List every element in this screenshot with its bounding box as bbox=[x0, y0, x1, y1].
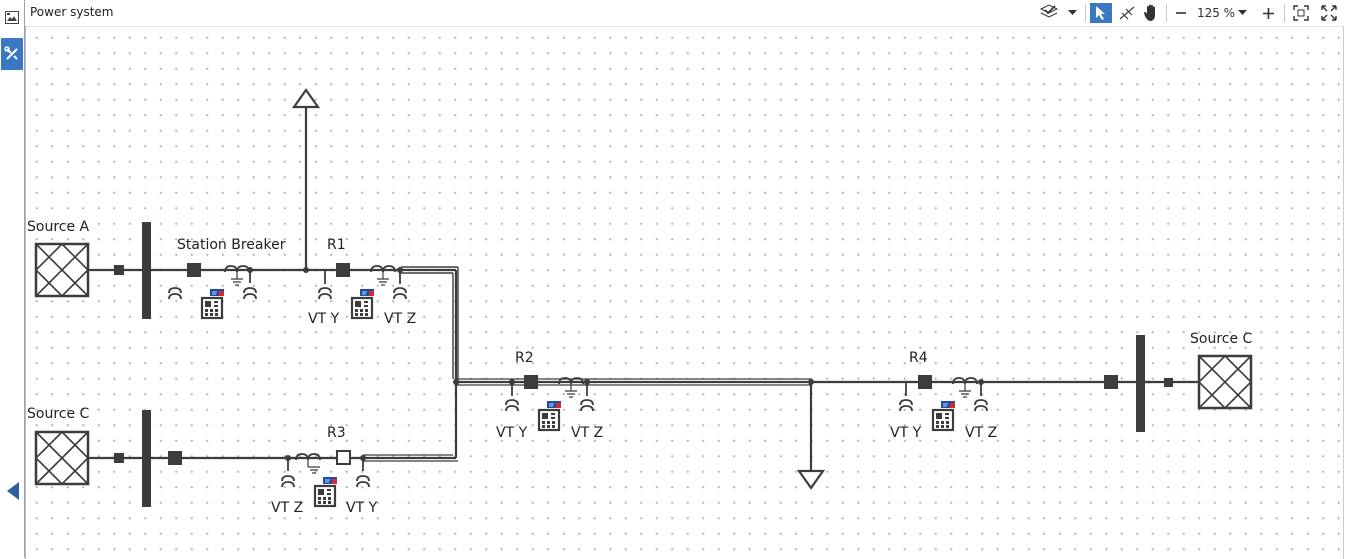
lines-tool-icon[interactable] bbox=[1116, 3, 1138, 23]
ct-symbol[interactable] bbox=[899, 399, 913, 412]
r3-label: R3 bbox=[327, 425, 346, 441]
r4-vt-y-label: VT Y bbox=[890, 425, 922, 441]
breaker-symbol[interactable] bbox=[168, 451, 182, 465]
toolbar-separator bbox=[1284, 4, 1285, 22]
window-title: Power system bbox=[30, 5, 114, 19]
relay-icon[interactable] bbox=[350, 287, 376, 320]
left-sidebar bbox=[0, 0, 25, 558]
collapse-arrow-icon[interactable] bbox=[4, 482, 22, 500]
ct-symbol[interactable] bbox=[168, 287, 182, 300]
pointer-icon[interactable] bbox=[1090, 3, 1112, 23]
breaker-symbol[interactable] bbox=[1104, 375, 1118, 389]
wrench-icon[interactable] bbox=[1, 38, 23, 70]
load-arrow[interactable] bbox=[291, 88, 321, 109]
ct-symbol[interactable] bbox=[974, 399, 988, 412]
r4-label: R4 bbox=[909, 350, 928, 366]
source-a-label: Source A bbox=[27, 219, 90, 235]
toolbar: Power system 125 % bbox=[25, 0, 1347, 26]
zoom-level-text: 125 % bbox=[1196, 6, 1236, 20]
r1-label: R1 bbox=[327, 237, 346, 253]
ct-symbol[interactable] bbox=[505, 399, 519, 412]
source-c-right-label: Source C bbox=[1190, 331, 1253, 347]
ct-symbol[interactable] bbox=[318, 287, 332, 300]
r2-vt-z-label: VT Z bbox=[571, 425, 603, 441]
ct-symbol[interactable] bbox=[393, 287, 407, 300]
r1-breaker-symbol[interactable] bbox=[336, 263, 350, 277]
zoom-out-icon[interactable] bbox=[1172, 3, 1190, 23]
r3-breaker-open-symbol[interactable] bbox=[336, 450, 351, 465]
r2-breaker-symbol[interactable] bbox=[524, 375, 538, 389]
ct-symbol[interactable] bbox=[281, 475, 295, 488]
busbar[interactable] bbox=[1136, 335, 1145, 432]
ct-symbol[interactable] bbox=[243, 287, 257, 300]
dropdown-arrow-icon[interactable] bbox=[1065, 3, 1079, 23]
zoom-dropdown-icon[interactable] bbox=[1235, 3, 1249, 23]
toolbar-separator bbox=[1166, 4, 1167, 22]
layers-check-icon[interactable] bbox=[1037, 3, 1061, 23]
image-icon[interactable] bbox=[3, 8, 21, 26]
ct-symbol[interactable] bbox=[580, 399, 594, 412]
diagram-canvas[interactable]: Source A Station Breaker R1 VT Y VT Z R2… bbox=[25, 26, 1344, 559]
station-breaker-label: Station Breaker bbox=[177, 237, 286, 253]
zoom-in-icon[interactable] bbox=[1258, 3, 1278, 23]
r4-breaker-symbol[interactable] bbox=[918, 375, 932, 389]
source-a[interactable] bbox=[34, 242, 90, 298]
zoom-level[interactable]: 125 % bbox=[1194, 3, 1238, 23]
load-arrow[interactable] bbox=[796, 469, 826, 490]
source-c-right[interactable] bbox=[1197, 354, 1253, 410]
source-c-left-label: Source C bbox=[27, 406, 90, 422]
toolbar-separator bbox=[1085, 4, 1086, 22]
r2-vt-y-label: VT Y bbox=[496, 425, 528, 441]
ground-symbol bbox=[230, 278, 244, 286]
r4-vt-z-label: VT Z bbox=[965, 425, 997, 441]
busbar[interactable] bbox=[142, 410, 151, 507]
r1-vt-z-label: VT Z bbox=[384, 311, 416, 327]
source-c-left[interactable] bbox=[34, 430, 90, 486]
r1-vt-y-label: VT Y bbox=[308, 311, 340, 327]
fit-view-icon[interactable] bbox=[1290, 3, 1312, 23]
ct-symbol[interactable] bbox=[356, 475, 370, 488]
hand-pan-icon[interactable] bbox=[1140, 3, 1162, 23]
junction-node[interactable] bbox=[114, 265, 124, 275]
relay-icon[interactable] bbox=[537, 399, 563, 432]
power-system-diagram: Source A Station Breaker R1 VT Y VT Z R2… bbox=[27, 88, 1253, 516]
station-breaker-symbol[interactable] bbox=[187, 263, 201, 277]
junction-node[interactable] bbox=[1164, 378, 1173, 387]
r3-vt-y-label: VT Y bbox=[346, 500, 378, 516]
fullscreen-icon[interactable] bbox=[1318, 3, 1340, 23]
junction-node[interactable] bbox=[114, 453, 124, 463]
r2-label: R2 bbox=[515, 350, 534, 366]
relay-icon[interactable] bbox=[313, 475, 339, 508]
busbar[interactable] bbox=[142, 222, 151, 319]
r3-vt-z-label: VT Z bbox=[271, 500, 303, 516]
relay-icon[interactable] bbox=[931, 399, 957, 432]
relay-icon[interactable] bbox=[200, 287, 226, 320]
